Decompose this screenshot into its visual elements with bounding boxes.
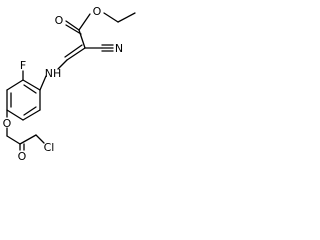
bond-layer [6, 12, 136, 151]
bond-o-acyl-b [6, 135, 21, 145]
atom-label-acyl-o: O [18, 150, 27, 163]
bond-vinyl-nh [57, 59, 68, 70]
bond-ester-o-c [78, 13, 91, 31]
bond-acyl-ch2 [19, 134, 37, 145]
atom-label-amine: NH [45, 67, 62, 80]
bond-ring-inner-a [23, 84, 37, 94]
bond-ring-1-2 [22, 79, 41, 91]
atom-label-aryl-o: O [3, 117, 12, 130]
bond-vinyl-double-b [64, 44, 83, 58]
atom-label-fluorine: F [20, 59, 26, 72]
bond-carbonyl-double-b [65, 24, 82, 35]
bond-ring-inner-c [23, 106, 37, 116]
atom-label-chlorine: Cl [44, 141, 55, 154]
bond-ethyl-ch3 [117, 12, 136, 23]
bond-ring-5-6 [22, 109, 41, 121]
bond-ethyl-ch2-o [103, 12, 119, 23]
atom-label-layer: O O N NH F O O Cl [3, 5, 123, 163]
bond-vinyl-double-a [66, 47, 86, 61]
atom-label-nitrile-n: N [115, 42, 123, 55]
chemical-structure: O O N NH F O O Cl [3, 5, 136, 163]
bond-ring-2-3 [6, 79, 24, 91]
bond-ring-4-5 [6, 109, 24, 121]
bond-carbonyl-double-a [65, 20, 80, 31]
bond-ch2-cl [35, 134, 45, 144]
atom-label-ester-carbonyl-o: O [55, 14, 64, 27]
atom-label-ester-o: O [93, 5, 102, 18]
bond-nh-ring [39, 75, 47, 91]
bond-carbonyl-alpha [78, 29, 86, 49]
